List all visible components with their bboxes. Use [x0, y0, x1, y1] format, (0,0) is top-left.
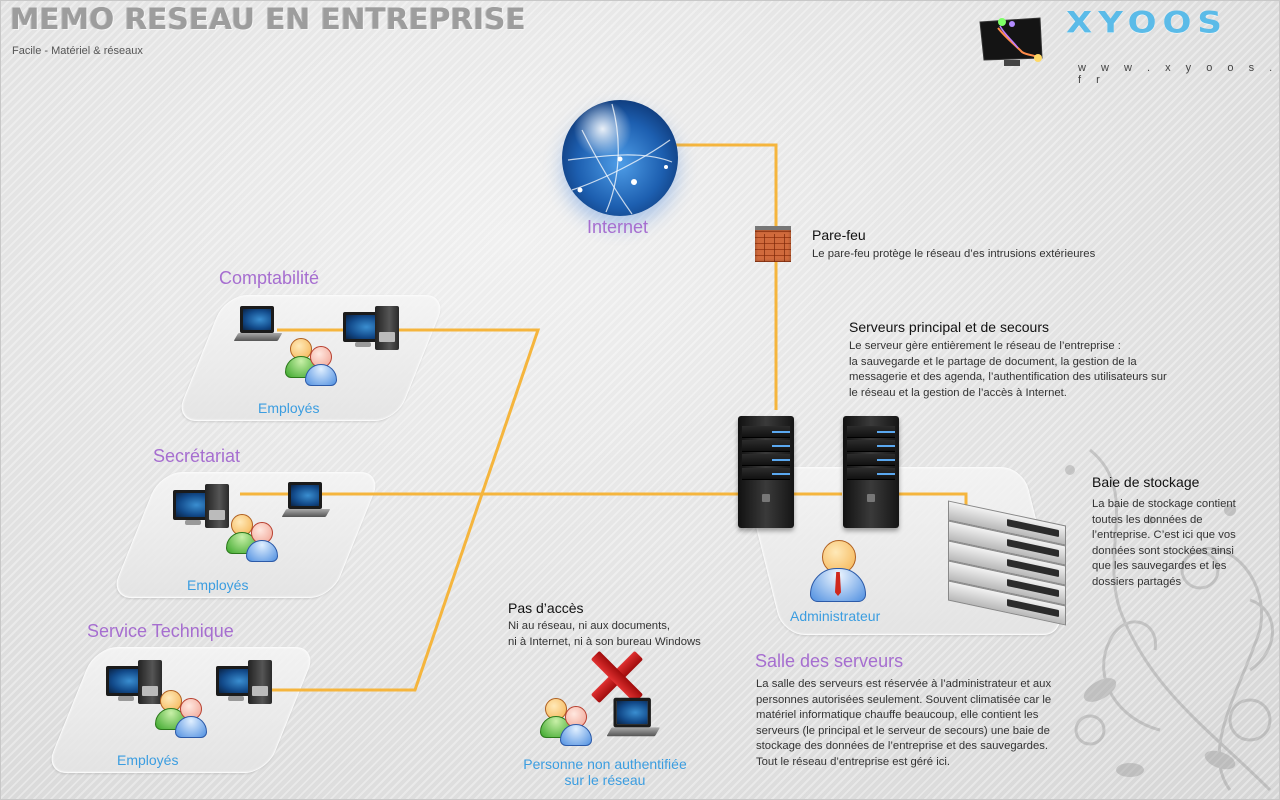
employees-icon	[155, 690, 213, 742]
no-access-body: Ni au réseau, ni aux documents, ni à Int…	[508, 619, 701, 650]
internet-label: Internet	[587, 217, 649, 237]
no-access-line: ni à Internet, ni à son bureau Windows	[508, 635, 701, 648]
unauthenticated-label: Personne non authentifiée sur le réseau	[510, 756, 700, 788]
storage-info-line: données sont stockées ainsi	[1092, 544, 1234, 557]
page-title: MEMO RESEAU EN ENTREPRISE	[10, 2, 526, 36]
floral-decoration	[1065, 448, 1274, 792]
employees-icon	[285, 338, 343, 390]
server-room-line: personnes autorisées seulement. Souvent …	[756, 693, 1052, 706]
server-room-line: La salle des serveurs est réservée à l’a…	[756, 678, 1052, 690]
employees-label: Employés	[187, 577, 249, 593]
storage-info-title: Baie de stockage	[1092, 474, 1200, 490]
unauthenticated-label-line: Personne non authentifiée	[523, 756, 687, 772]
page-subtitle: Facile - Matériel & réseaux	[12, 45, 143, 57]
servers-info-line: Le serveur gère entièrement le réseau de…	[849, 340, 1121, 352]
servers-info-line: messagerie et des agenda, l’authentifica…	[849, 371, 1167, 383]
red-x-icon	[592, 652, 642, 702]
brand-logo: XYOOS	[1066, 6, 1228, 40]
servers-info-line: la sauvegarde et le partage de document,…	[849, 355, 1137, 368]
server-room-title: Salle des serveurs	[755, 651, 904, 671]
no-access-title: Pas d’accès	[508, 600, 584, 616]
employees-label: Employés	[117, 752, 179, 768]
servers-info-body: Le serveur gère entièrement le réseau de…	[849, 339, 1167, 401]
administrator-label: Administrateur	[790, 608, 881, 624]
wire-comptabilite	[248, 328, 541, 692]
employees-icon	[226, 514, 284, 566]
storage-info-line: dossiers partagés	[1092, 575, 1182, 588]
unauthenticated-user-icon	[540, 698, 598, 750]
department-title: Service Technique	[87, 621, 234, 641]
storage-info-line: l’entreprise. C’est ici que vos	[1092, 529, 1236, 541]
desktop-computer-icon	[106, 660, 164, 706]
main-server-icon	[738, 416, 794, 528]
desktop-computer-icon	[216, 660, 274, 706]
wire-internet-firewall	[676, 143, 778, 410]
monitor-logo-icon	[979, 17, 1043, 66]
brand-url[interactable]: w w w . x y o o s . f r	[1078, 62, 1279, 86]
server-room-line: matériel informatique chauffe beaucoup, …	[756, 709, 1039, 721]
server-room-line: stockage des données de l’entreprise et …	[756, 740, 1049, 752]
servers-info-line: le réseau et la gestion de l’accès à Int…	[849, 386, 1067, 399]
laptop-icon	[233, 306, 284, 342]
storage-info-line: que les sauvegardes et les	[1092, 560, 1227, 572]
server-room-line: serveurs (le principal et le serveur de …	[756, 724, 1050, 737]
laptop-icon	[606, 697, 673, 749]
no-access-line: Ni au réseau, ni aux documents,	[508, 620, 671, 632]
storage-array-icon	[948, 500, 1068, 626]
storage-info-line: toutes les données de	[1092, 513, 1203, 526]
department-title: Comptabilité	[219, 268, 320, 288]
firewall-title: Pare-feu	[812, 227, 866, 243]
unauthenticated-label-line: sur le réseau	[564, 772, 646, 788]
laptop-icon	[281, 482, 332, 518]
server-room-body: La salle des serveurs est réservée à l’a…	[756, 677, 1051, 770]
administrator-icon	[810, 540, 868, 604]
server-room-line: Tout le réseau d’entreprise est géré ici…	[756, 755, 951, 768]
desktop-computer-icon	[343, 306, 401, 352]
department-title: Secrétariat	[153, 446, 241, 466]
globe-icon	[562, 100, 678, 216]
backup-server-icon	[843, 416, 899, 528]
storage-info-body: La baie de stockage contient toutes les …	[1092, 497, 1236, 590]
storage-info-line: La baie de stockage contient	[1092, 498, 1236, 510]
employees-label: Employés	[258, 400, 320, 416]
firewall-description: Le pare-feu protège le réseau d’es intru…	[812, 248, 1096, 260]
brick-wall-icon	[755, 226, 791, 262]
servers-info-title: Serveurs principal et de secours	[849, 319, 1049, 335]
desktop-computer-icon	[173, 484, 231, 530]
